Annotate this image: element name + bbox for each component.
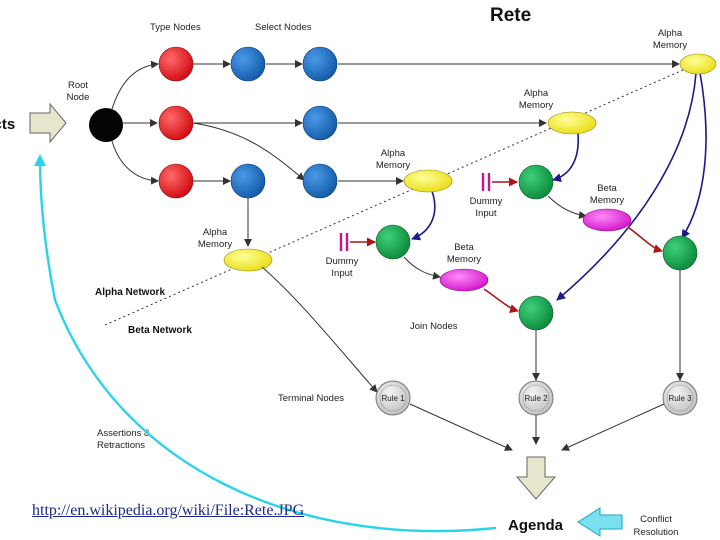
conflict-resolution-label: Conflict Resolution (634, 514, 679, 538)
agenda-label: Agenda (508, 517, 564, 534)
join-node (662, 235, 698, 271)
dummy-input-icon (481, 173, 491, 191)
svg-text:Root: Root (68, 80, 88, 91)
agenda-arrow-icon (515, 456, 557, 500)
type-node (158, 105, 194, 141)
svg-text:Beta: Beta (597, 183, 617, 194)
svg-text:Conflict: Conflict (640, 514, 672, 525)
alpha-memory (223, 248, 273, 272)
svg-text:Memory: Memory (376, 160, 411, 171)
select-node (302, 46, 338, 82)
select-node (302, 163, 338, 199)
root-node (89, 108, 123, 142)
svg-text:Input: Input (331, 268, 352, 279)
feedback-arrow (34, 154, 497, 533)
type-node (158, 163, 194, 199)
source-link[interactable]: http://en.wikipedia.org/wiki/File:Rete.J… (32, 502, 305, 519)
svg-text:Memory: Memory (519, 100, 554, 111)
join-node (518, 295, 554, 331)
beta-memory (582, 208, 632, 232)
svg-text:Retractions: Retractions (97, 440, 145, 451)
alpha-memory-label: Alpha Memory (653, 28, 688, 51)
alpha-memory-label: Alpha Memory (519, 88, 554, 111)
assertions-retractions-label: Assertions & Retractions (97, 428, 151, 451)
join-node (375, 224, 411, 260)
alpha-memory (403, 169, 453, 193)
select-node (302, 105, 338, 141)
svg-text:Alpha: Alpha (381, 148, 406, 159)
root-node-label: Root Node (67, 80, 90, 103)
network-divider (104, 57, 711, 326)
svg-text:Alpha: Alpha (524, 88, 549, 99)
select-nodes-label: Select Nodes (255, 22, 312, 33)
type-nodes-label: Type Nodes (150, 22, 201, 33)
select-node (230, 163, 266, 199)
alpha-memory (679, 53, 717, 75)
facts-arrow-icon (29, 102, 67, 144)
terminal-nodes-label: Terminal Nodes (278, 393, 344, 404)
type-node (158, 46, 194, 82)
svg-text:Resolution: Resolution (634, 527, 679, 538)
terminal-node-rule-2: Rule 2 (518, 380, 554, 416)
join-node (518, 164, 554, 200)
svg-text:Memory: Memory (447, 254, 482, 265)
dummy-input-label: Dummy Input (470, 196, 503, 219)
alpha-memory-label: Alpha Memory (198, 227, 233, 250)
svg-text:Rule 3: Rule 3 (668, 394, 692, 403)
svg-text:Alpha: Alpha (203, 227, 228, 238)
diagram-title: Rete (490, 5, 531, 26)
alpha-memory (547, 111, 597, 135)
svg-text:Dummy: Dummy (326, 256, 359, 267)
svg-text:Beta: Beta (454, 242, 474, 253)
svg-text:Rule 1: Rule 1 (381, 394, 405, 403)
svg-text:Alpha: Alpha (658, 28, 683, 39)
svg-text:Node: Node (67, 92, 90, 103)
dummy-input-icon (339, 233, 349, 251)
svg-text:Assertions &: Assertions & (97, 428, 151, 439)
svg-text:Dummy: Dummy (470, 196, 503, 207)
svg-text:Memory: Memory (198, 239, 233, 250)
svg-text:Memory: Memory (590, 195, 625, 206)
terminal-node-rule-1: Rule 1 (375, 380, 411, 416)
dummy-input-label: Dummy Input (326, 256, 359, 279)
beta-network-label: Beta Network (128, 325, 192, 336)
terminal-node-rule-3: Rule 3 (662, 380, 698, 416)
svg-text:Memory: Memory (653, 40, 688, 51)
select-node (230, 46, 266, 82)
beta-memory-label: Beta Memory (590, 183, 625, 206)
beta-memory (439, 268, 489, 292)
alpha-network-label: Alpha Network (95, 287, 165, 298)
svg-text:Input: Input (475, 208, 496, 219)
join-nodes-label: Join Nodes (410, 321, 458, 332)
svg-text:Rule 2: Rule 2 (524, 394, 548, 403)
facts-label: Facts (0, 116, 15, 133)
alpha-memory-label: Alpha Memory (376, 148, 411, 171)
conflict-resolution-arrow-icon (577, 507, 623, 537)
beta-memory-label: Beta Memory (447, 242, 482, 265)
